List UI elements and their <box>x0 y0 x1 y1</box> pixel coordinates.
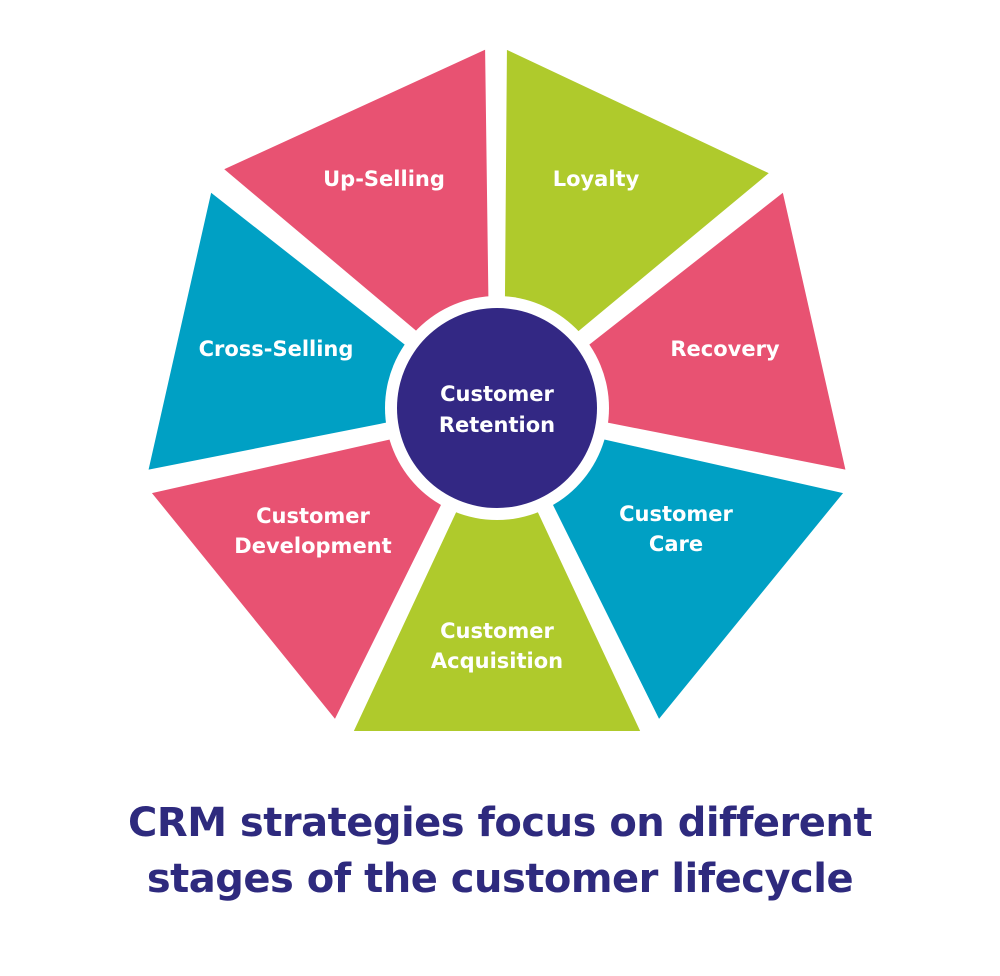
caption-line-2: stages of the customer lifecycle <box>146 856 854 902</box>
segment-label-recovery: Recovery <box>670 337 780 361</box>
center-label-line: Retention <box>439 413 555 437</box>
segment-customer-development <box>134 403 503 738</box>
center-label-line: Customer <box>440 382 554 406</box>
segment-customer-care <box>491 403 861 738</box>
segment-label-up-selling: Up-Selling <box>323 167 445 191</box>
segment-label-line: Acquisition <box>431 649 563 673</box>
segment-label-line: Recovery <box>670 337 780 361</box>
segment-label-line: Up-Selling <box>323 167 445 191</box>
segment-customer-acquisition <box>338 401 656 741</box>
segment-label-loyalty: Loyalty <box>553 167 640 191</box>
caption-line-1: CRM strategies focus on different <box>128 800 872 846</box>
segment-label-line: Development <box>234 534 391 558</box>
segment-up-selling <box>205 34 500 415</box>
segment-label-line: Customer <box>256 504 370 528</box>
segment-label-line: Customer <box>440 619 554 643</box>
segment-label-line: Cross-Selling <box>199 337 354 361</box>
segment-label-cross-selling: Cross-Selling <box>199 337 354 361</box>
caption: CRM strategies focus on different stages… <box>0 795 1000 907</box>
segment-loyalty <box>494 34 788 415</box>
segment-label-line: Customer <box>619 502 733 526</box>
center-circle <box>397 308 597 508</box>
segment-label-line: Care <box>649 532 703 556</box>
segment-label-line: Loyalty <box>553 167 640 191</box>
